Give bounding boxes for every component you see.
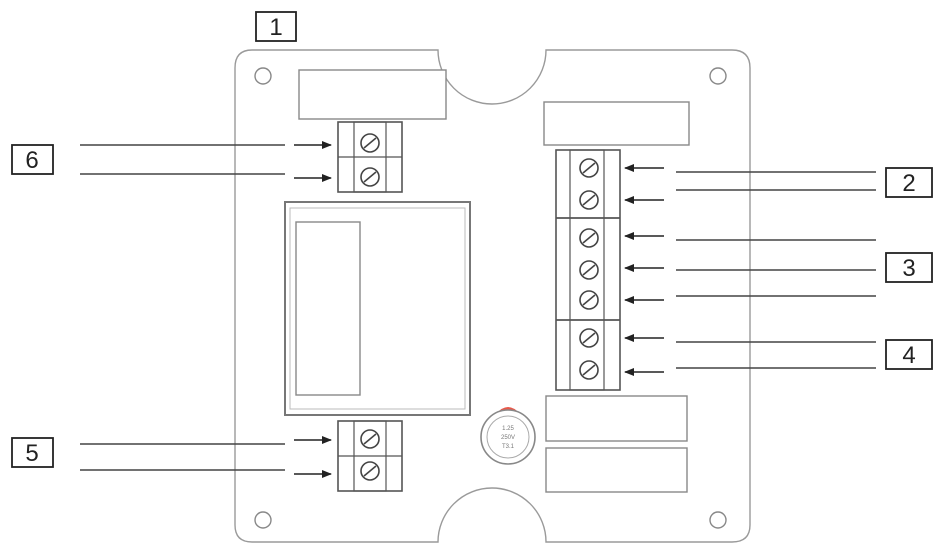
fuse-rating-current: 1.25 [502,426,514,432]
callout-6: 6 [11,144,54,175]
mounting-hole-bottom-left [254,511,272,529]
component-block-bottom-right-1 [545,395,688,442]
fuse-rating-type: T3.1 [502,444,515,450]
mounting-hole-bottom-right [709,511,727,529]
relay-module [284,201,471,416]
terminal-strip-right [555,149,621,391]
mounting-hole-top-right [709,67,727,85]
callout-2: 2 [885,167,933,198]
callout-5: 5 [11,437,54,468]
callout-4: 4 [885,339,933,370]
callout-3-label: 3 [902,255,915,282]
callout-6-label: 6 [25,147,38,174]
mounting-hole-top-left [254,67,272,85]
callout-2-label: 2 [902,170,915,197]
callout-1-label: 1 [269,14,282,41]
fuse: 1.25 250V T3.1 [480,407,536,465]
component-block-top-left [298,69,447,120]
callout-1: 1 [255,11,297,42]
component-block-bottom-right-2 [545,447,688,493]
component-block-top-right [543,101,690,146]
callout-3: 3 [885,252,933,283]
terminal-block-bottom-left [337,420,403,492]
fuse-rating-voltage: 250V [501,435,515,441]
terminal-block-top-left [337,121,403,193]
callout-4-label: 4 [902,342,915,369]
callout-5-label: 5 [25,440,38,467]
